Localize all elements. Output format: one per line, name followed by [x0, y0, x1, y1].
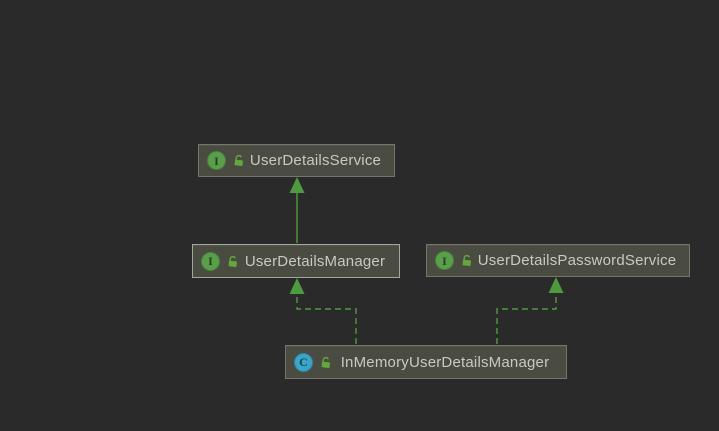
inheritance-edge[interactable] [296, 294, 357, 344]
class-icon: C [294, 352, 313, 372]
diagram-node[interactable]: C InMemoryUserDetailsManager [285, 345, 567, 379]
node-label: InMemoryUserDetailsManager [340, 353, 550, 371]
node-label: UserDetailsPasswordService [477, 252, 677, 269]
unlocked-padlock-icon [459, 253, 473, 267]
interface-icon: I [435, 251, 454, 270]
interface-icon: I [201, 251, 220, 271]
inheritance-edge[interactable] [496, 293, 557, 344]
unlocked-padlock-icon [225, 254, 239, 268]
interface-icon: I [207, 151, 226, 170]
arrowhead-icon [289, 278, 305, 294]
unlocked-padlock-icon [318, 355, 332, 369]
node-label: UserDetailsManager [244, 252, 386, 270]
arrowhead-icon [548, 277, 564, 293]
unlocked-padlock-icon [231, 153, 245, 167]
diagram-node[interactable]: I UserDetailsService [198, 144, 395, 177]
node-label: UserDetailsService [249, 152, 382, 169]
diagram-node[interactable]: I UserDetailsPasswordService [426, 244, 690, 277]
arrowhead-icon [289, 177, 305, 193]
diagram-node[interactable]: I UserDetailsManager [192, 244, 400, 278]
